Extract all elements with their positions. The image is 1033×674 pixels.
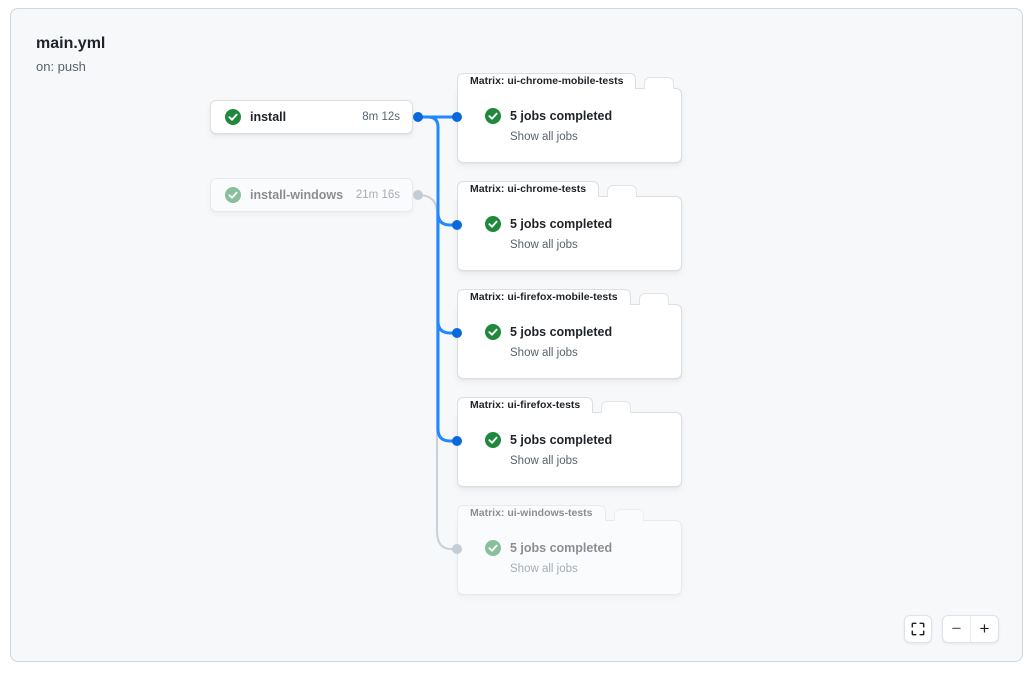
check-circle-icon: [225, 187, 241, 203]
matrix-tab-label[interactable]: Matrix: ui-chrome-mobile-tests: [457, 73, 637, 89]
matrix-summary: 5 jobs completed: [510, 541, 613, 555]
fit-to-screen-icon: [911, 622, 925, 636]
matrix-card[interactable]: 5 jobs completed Show all jobs: [457, 520, 682, 595]
matrix-group-ui-chrome-tests: Matrix: ui-chrome-tests 5 jobs completed…: [457, 181, 682, 271]
matrix-tab-label[interactable]: Matrix: ui-chrome-tests: [457, 181, 600, 197]
check-circle-icon: [485, 432, 501, 448]
matrix-group-ui-chrome-mobile-tests: Matrix: ui-chrome-mobile-tests 5 jobs co…: [457, 73, 682, 163]
matrix-summary: 5 jobs completed: [510, 325, 613, 339]
matrix-stack-tab: [613, 509, 644, 521]
job-node-install-windows[interactable]: install-windows 21m 16s: [210, 178, 413, 212]
zoom-out-button[interactable]: −: [943, 616, 971, 642]
matrix-card[interactable]: 5 jobs completed Show all jobs: [457, 196, 682, 271]
matrix-summary: 5 jobs completed: [510, 109, 613, 123]
matrix-card[interactable]: 5 jobs completed Show all jobs: [457, 88, 682, 163]
matrix-card[interactable]: 5 jobs completed Show all jobs: [457, 412, 682, 487]
matrix-header: Matrix: ui-chrome-mobile-tests: [457, 73, 682, 89]
matrix-stack-tab: [638, 293, 669, 305]
matrix-tab-label[interactable]: Matrix: ui-firefox-mobile-tests: [457, 289, 631, 305]
matrix-stack-tab: [607, 185, 638, 197]
show-all-jobs-link[interactable]: Show all jobs: [510, 347, 578, 359]
matrix-summary: 5 jobs completed: [510, 217, 613, 231]
workflow-trigger: on: push: [36, 59, 86, 74]
matrix-header: Matrix: ui-chrome-tests: [457, 181, 682, 197]
show-all-jobs-link[interactable]: Show all jobs: [510, 131, 578, 143]
matrix-header: Matrix: ui-windows-tests: [457, 505, 682, 521]
job-name: install: [250, 110, 287, 124]
matrix-header: Matrix: ui-firefox-tests: [457, 397, 682, 413]
matrix-tab-label[interactable]: Matrix: ui-firefox-tests: [457, 397, 594, 413]
matrix-group-ui-firefox-mobile-tests: Matrix: ui-firefox-mobile-tests 5 jobs c…: [457, 289, 682, 379]
matrix-group-ui-firefox-tests: Matrix: ui-firefox-tests 5 jobs complete…: [457, 397, 682, 487]
matrix-card[interactable]: 5 jobs completed Show all jobs: [457, 304, 682, 379]
matrix-summary: 5 jobs completed: [510, 433, 613, 447]
matrix-stack-tab: [601, 401, 632, 413]
check-circle-icon: [225, 109, 241, 125]
matrix-group-ui-windows-tests: Matrix: ui-windows-tests 5 jobs complete…: [457, 505, 682, 595]
fit-view-button[interactable]: [904, 615, 932, 643]
edge-dot-install-windows-out: [413, 190, 423, 200]
matrix-header: Matrix: ui-firefox-mobile-tests: [457, 289, 682, 305]
workflow-title: main.yml: [36, 35, 106, 52]
job-duration: 21m 16s: [355, 189, 400, 201]
matrix-stack-tab: [644, 77, 675, 89]
check-circle-icon: [485, 324, 501, 340]
job-node-install[interactable]: install 8m 12s: [210, 100, 413, 134]
workflow-graph-canvas[interactable]: main.yml on: push install 8m 12s ins: [10, 8, 1023, 662]
matrix-tab-label[interactable]: Matrix: ui-windows-tests: [457, 505, 606, 521]
check-circle-icon: [485, 540, 501, 556]
show-all-jobs-link[interactable]: Show all jobs: [510, 455, 578, 467]
job-name: install-windows: [250, 188, 344, 202]
edge-dot-install-out: [413, 112, 423, 122]
check-circle-icon: [485, 108, 501, 124]
show-all-jobs-link[interactable]: Show all jobs: [510, 563, 578, 575]
zoom-in-button[interactable]: +: [979, 619, 990, 638]
show-all-jobs-link[interactable]: Show all jobs: [510, 239, 578, 251]
job-duration: 8m 12s: [362, 111, 400, 123]
check-circle-icon: [485, 216, 501, 232]
zoom-controls: − +: [942, 615, 999, 643]
